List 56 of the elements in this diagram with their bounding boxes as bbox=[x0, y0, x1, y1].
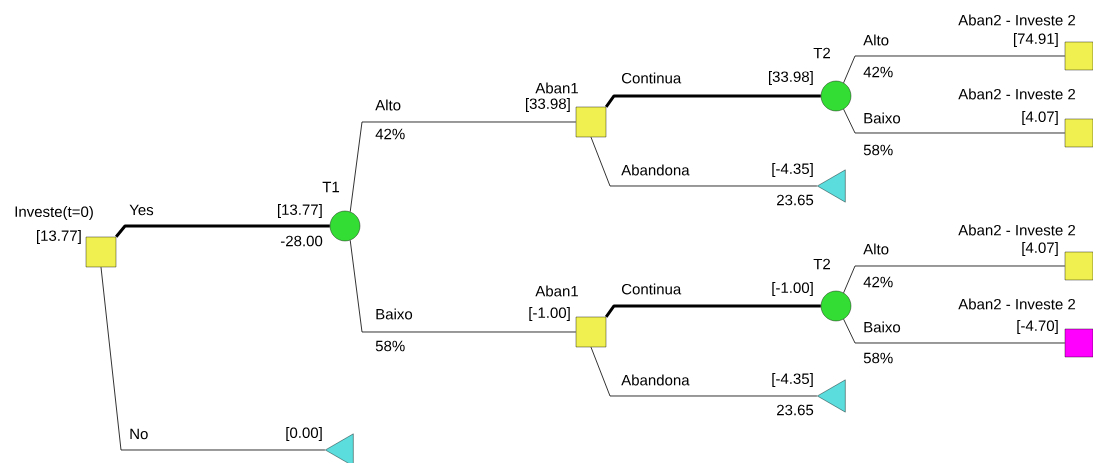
probability-label: 58% bbox=[375, 340, 405, 352]
edge-label: Continua bbox=[621, 72, 682, 84]
node-label: T2 bbox=[813, 258, 830, 270]
probability-label: 42% bbox=[863, 66, 893, 78]
branch-line bbox=[605, 304, 821, 318]
value-label: [-1.00] bbox=[772, 282, 813, 296]
value-label: [4.07] bbox=[1022, 111, 1058, 125]
branch-line bbox=[349, 239, 577, 333]
branch-line bbox=[590, 346, 818, 397]
edge-label: Alto bbox=[375, 99, 401, 111]
value-label: [74.91] bbox=[1014, 33, 1058, 47]
node-label: Aban2 - Investe 2 bbox=[958, 14, 1076, 26]
edge-label: Alto bbox=[863, 34, 889, 46]
value-label: [-4.70] bbox=[1017, 320, 1058, 334]
branch-line bbox=[843, 55, 1066, 84]
value-label: [33.98] bbox=[526, 98, 570, 112]
value-label: [33.98] bbox=[769, 71, 813, 85]
node-label: Aban2 - Investe 2 bbox=[958, 88, 1076, 100]
value-label: [4.07] bbox=[1022, 242, 1058, 256]
node-label: T2 bbox=[813, 47, 830, 59]
payoff-label: -28.00 bbox=[280, 235, 323, 247]
edge-label: Yes bbox=[129, 204, 154, 216]
value-label: [-4.35] bbox=[772, 373, 813, 387]
probability-label: 42% bbox=[863, 276, 893, 288]
edge-label: Abandona bbox=[621, 374, 690, 386]
branch-line bbox=[100, 266, 326, 451]
node-label: Aban1 bbox=[535, 82, 578, 94]
edge-label: No bbox=[130, 428, 148, 440]
payoff-label: 23.65 bbox=[777, 404, 814, 416]
branch-line bbox=[843, 318, 1066, 344]
value-label: [13.77] bbox=[37, 230, 81, 244]
probability-label: 42% bbox=[375, 128, 405, 140]
node-label: T1 bbox=[322, 181, 340, 193]
edge-label: Baixo bbox=[376, 308, 413, 320]
node-label: Investe(t=0) bbox=[15, 206, 93, 220]
branch-line bbox=[843, 108, 1066, 134]
value-label: [-4.35] bbox=[772, 163, 813, 177]
value-label: [0.00] bbox=[286, 427, 322, 441]
value-label: [-1.00] bbox=[529, 307, 570, 321]
node-label: Aban1 bbox=[535, 285, 578, 297]
probability-label: 58% bbox=[863, 144, 893, 156]
edge-label: Continua bbox=[621, 283, 682, 295]
probability-label: 58% bbox=[863, 352, 893, 364]
payoff-label: 23.65 bbox=[777, 194, 814, 206]
edge-label: Abandona bbox=[621, 164, 690, 176]
branch-line bbox=[349, 121, 577, 213]
node-label: Aban2 - Investe 2 bbox=[958, 298, 1076, 310]
branch-line bbox=[115, 224, 330, 238]
branch-line bbox=[590, 136, 818, 187]
edge-label: Alto bbox=[863, 243, 889, 255]
node-label: Aban2 - Investe 2 bbox=[958, 224, 1076, 236]
edge-label: Baixo bbox=[864, 321, 901, 333]
value-label: [13.77] bbox=[278, 204, 322, 218]
edge-label: Baixo bbox=[864, 112, 901, 124]
branch-line bbox=[605, 94, 821, 108]
branch-line bbox=[843, 265, 1066, 294]
